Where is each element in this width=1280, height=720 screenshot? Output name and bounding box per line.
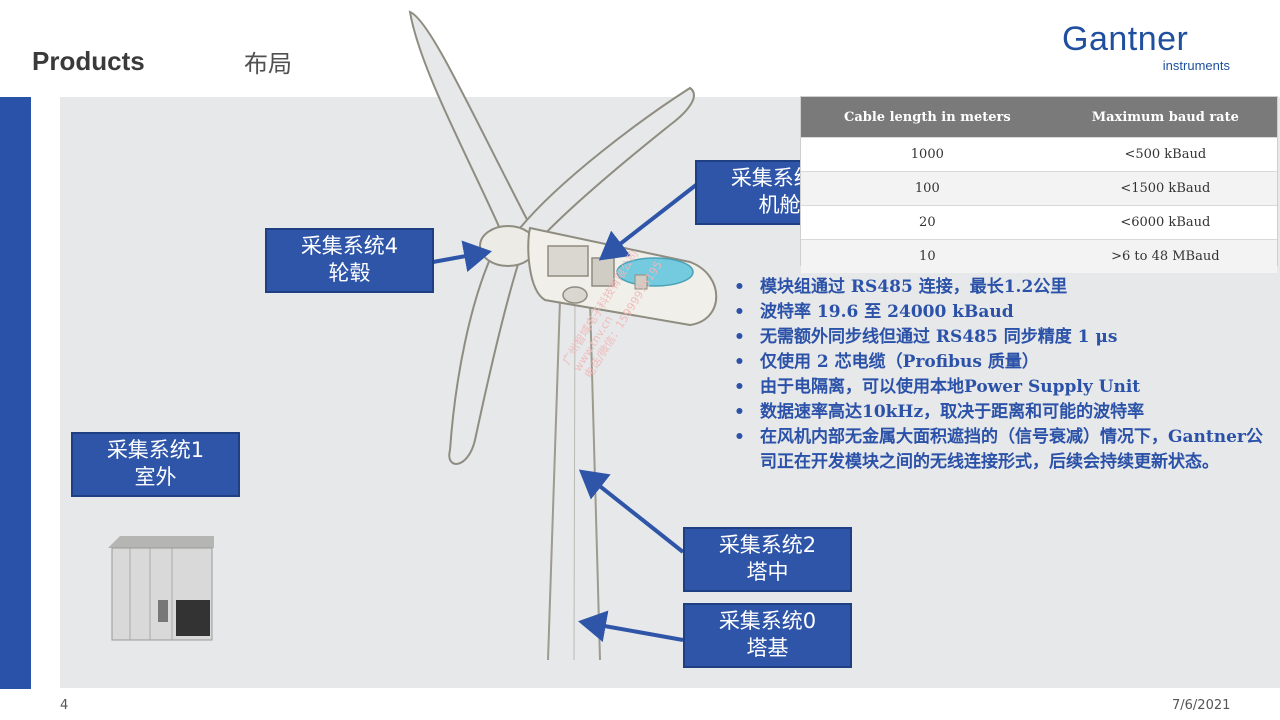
logo-sub-text: instruments bbox=[1162, 58, 1230, 73]
table-header-row: Cable length in meters Maximum baud rate bbox=[801, 97, 1277, 138]
pointer-arrows bbox=[432, 183, 698, 642]
label-system-4-hub: 采集系统4 轮毂 bbox=[265, 228, 434, 293]
label-line2: 轮毂 bbox=[328, 261, 371, 285]
label-line2: 塔基 bbox=[746, 636, 789, 660]
label-line1: 采集系统2 bbox=[718, 533, 817, 557]
table-cell: 10 bbox=[801, 239, 1054, 273]
header-cable-length: Cable length in meters bbox=[801, 97, 1054, 138]
table-row: 20 <6000 kBaud bbox=[801, 205, 1277, 240]
label-line1: 采集系统1 bbox=[106, 438, 205, 462]
outdoor-cabinet-icon bbox=[108, 536, 214, 641]
slide-title: Products bbox=[32, 46, 145, 76]
left-accent-bar bbox=[0, 97, 31, 689]
baud-rate-table: Cable length in meters Maximum baud rate… bbox=[800, 96, 1278, 273]
label-line2: 塔中 bbox=[746, 560, 789, 584]
list-item: 数据速率高达10kHz，取决于距离和可能的波特率 bbox=[732, 400, 1277, 425]
label-system-1-outdoor: 采集系统1 室外 bbox=[71, 432, 240, 497]
feature-bullet-list: 模块组通过 RS485 连接，最长1.2公里 波特率 19.6 至 24000 … bbox=[732, 275, 1277, 475]
list-item: 由于电隔离，可以使用本地Power Supply Unit bbox=[732, 375, 1277, 400]
list-item: 仅使用 2 芯电缆（Profibus 质量） bbox=[732, 350, 1277, 375]
label-line2: 机舱 bbox=[758, 193, 801, 217]
label-system-0-tower-base: 采集系统0 塔基 bbox=[683, 603, 852, 668]
label-line2: 室外 bbox=[134, 465, 177, 489]
list-item: 波特率 19.6 至 24000 kBaud bbox=[732, 300, 1277, 325]
slide-date: 7/6/2021 bbox=[1172, 698, 1231, 713]
label-system-2-mid-tower: 采集系统2 塔中 bbox=[683, 527, 852, 592]
page-number: 4 bbox=[60, 698, 69, 713]
slide-subtitle: 布局 bbox=[244, 50, 292, 78]
table-row: 1000 <500 kBaud bbox=[801, 137, 1277, 172]
list-item: 模块组通过 RS485 连接，最长1.2公里 bbox=[732, 275, 1277, 300]
table-cell: <500 kBaud bbox=[1053, 137, 1277, 172]
table-cell: 1000 bbox=[801, 137, 1054, 172]
table-cell: <6000 kBaud bbox=[1053, 205, 1277, 240]
gantner-logo: Gantner instruments bbox=[1062, 20, 1232, 74]
table-cell: >6 to 48 MBaud bbox=[1053, 239, 1277, 273]
logo-main-text: Gantner bbox=[1062, 20, 1189, 58]
table-row: 100 <1500 kBaud bbox=[801, 171, 1277, 206]
label-line1: 采集系统4 bbox=[300, 234, 399, 258]
list-item: 无需额外同步线但通过 RS485 同步精度 1 μs bbox=[732, 325, 1277, 350]
list-item: 在风机内部无金属大面积遮挡的（信号衰减）情况下，Gantner公司正在开发模块之… bbox=[732, 425, 1277, 475]
table-cell: 100 bbox=[801, 171, 1054, 206]
table-cell: 20 bbox=[801, 205, 1054, 240]
nacelle-icon bbox=[527, 226, 718, 327]
table-row: 10 >6 to 48 MBaud bbox=[801, 239, 1277, 273]
label-line1: 采集系统0 bbox=[718, 609, 817, 633]
header-max-baud: Maximum baud rate bbox=[1053, 97, 1277, 138]
table-cell: <1500 kBaud bbox=[1053, 171, 1277, 206]
